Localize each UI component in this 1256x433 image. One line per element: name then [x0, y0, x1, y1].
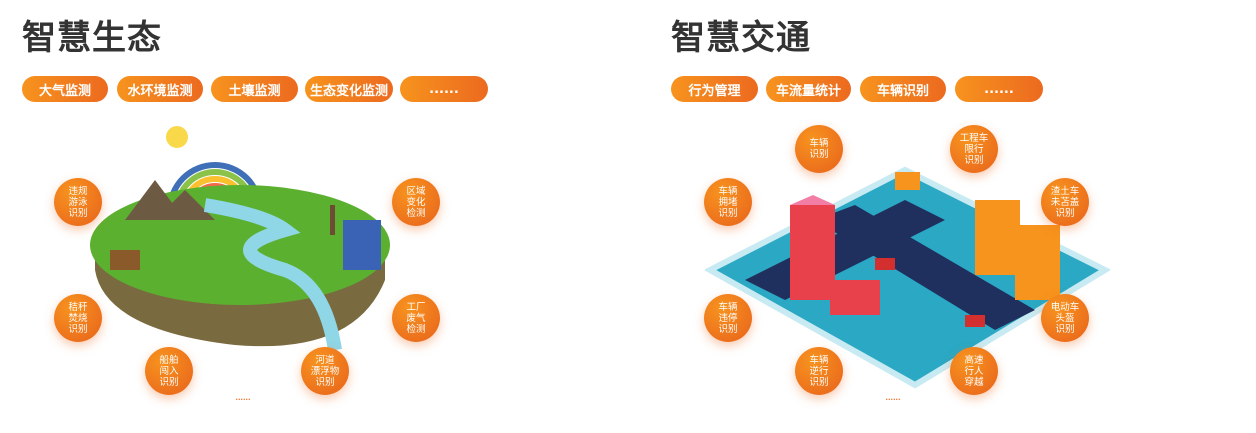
feature-region-change[interactable]: 区域 变化 检测 [392, 178, 440, 226]
feature-vehicle-recognition[interactable]: 车辆 识别 [795, 125, 843, 173]
traffic-more: ...... [885, 390, 901, 403]
feature-muck-truck-uncovered[interactable]: 渣土车 未苫盖 识别 [1041, 178, 1089, 226]
feature-ebike-helmet[interactable]: 电动车 头盔 识别 [1041, 294, 1089, 342]
feature-illegal-parking[interactable]: 车辆 违停 识别 [704, 294, 752, 342]
ecology-title: 智慧生态 [22, 18, 162, 58]
traffic-title: 智慧交通 [671, 18, 811, 58]
ecology-more: ...... [235, 390, 251, 403]
feature-wrong-way-driving[interactable]: 车辆 逆行 识别 [795, 347, 843, 395]
tag-more[interactable]: ...... [400, 76, 488, 102]
tag-air-monitoring[interactable]: 大气监测 [22, 76, 108, 102]
tag-vehicle-recognition[interactable]: 车辆识别 [860, 76, 946, 102]
feature-straw-burning[interactable]: 秸秆 焚烧 识别 [54, 294, 102, 342]
feature-river-debris[interactable]: 河道 漂浮物 识别 [301, 347, 349, 395]
tag-traffic-count[interactable]: 车流量统计 [766, 76, 851, 102]
feature-vehicle-congestion[interactable]: 车辆 拥堵 识别 [704, 178, 752, 226]
ecology-island-illustration [90, 126, 390, 352]
tag-soil-monitoring[interactable]: 土壤监测 [211, 76, 298, 102]
feature-engineering-vehicle-restriction[interactable]: 工程车 限行 识别 [950, 125, 998, 173]
tag-ecology-change[interactable]: 生态变化监测 [305, 76, 393, 102]
tag-water-monitoring[interactable]: 水环境监测 [117, 76, 203, 102]
feature-factory-exhaust[interactable]: 工厂 废气 检测 [392, 294, 440, 342]
feature-illegal-swimming[interactable]: 违规 游泳 识别 [54, 178, 102, 226]
feature-pedestrian-crossing-highway[interactable]: 高速 行人 穿越 [950, 347, 998, 395]
feature-ship-intrusion[interactable]: 船舶 闯入 识别 [145, 347, 193, 395]
tag-more[interactable]: ...... [955, 76, 1043, 102]
tag-behavior-management[interactable]: 行为管理 [671, 76, 758, 102]
city-traffic-illustration [705, 166, 1110, 389]
